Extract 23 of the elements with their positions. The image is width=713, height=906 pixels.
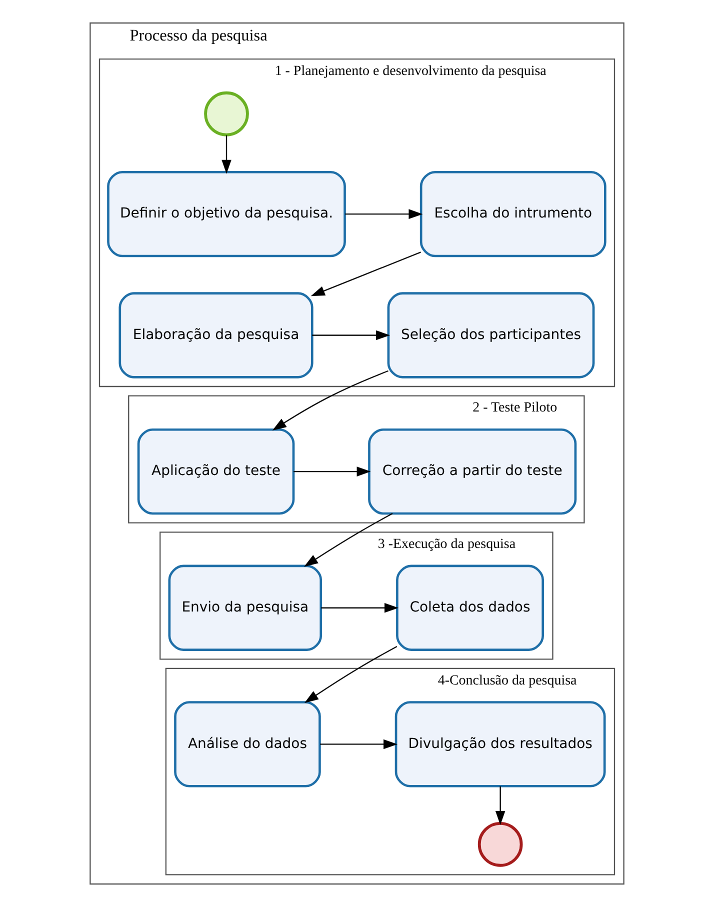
node-box: Divulgação dos resultados [394,700,606,787]
node-box: Elaboração da pesquisa [118,292,313,378]
arrow [494,786,505,825]
node-box: Escolha do intrumento [419,170,606,257]
arrow [320,738,398,749]
arrow [310,251,420,296]
node-circle [204,90,248,136]
arrow [221,134,231,174]
node-box: Correção a partir do teste [368,428,576,514]
arrow [344,208,422,218]
node-box: Coleta dos dados [396,564,544,650]
node-box: Seleção dos participantes [386,292,594,378]
node-circle [477,821,522,866]
node-box: Análise do dados [174,700,320,787]
arrow [304,512,392,566]
arrow [304,645,397,702]
node-box: Definir o objetivo da pesquisa. [106,170,346,257]
arrow [272,370,388,430]
arrow [293,466,370,476]
arrow [320,602,398,612]
node-box: Aplicação do teste [136,428,294,514]
node-box: Envio da pesquisa [168,564,322,650]
arrow [312,330,390,340]
